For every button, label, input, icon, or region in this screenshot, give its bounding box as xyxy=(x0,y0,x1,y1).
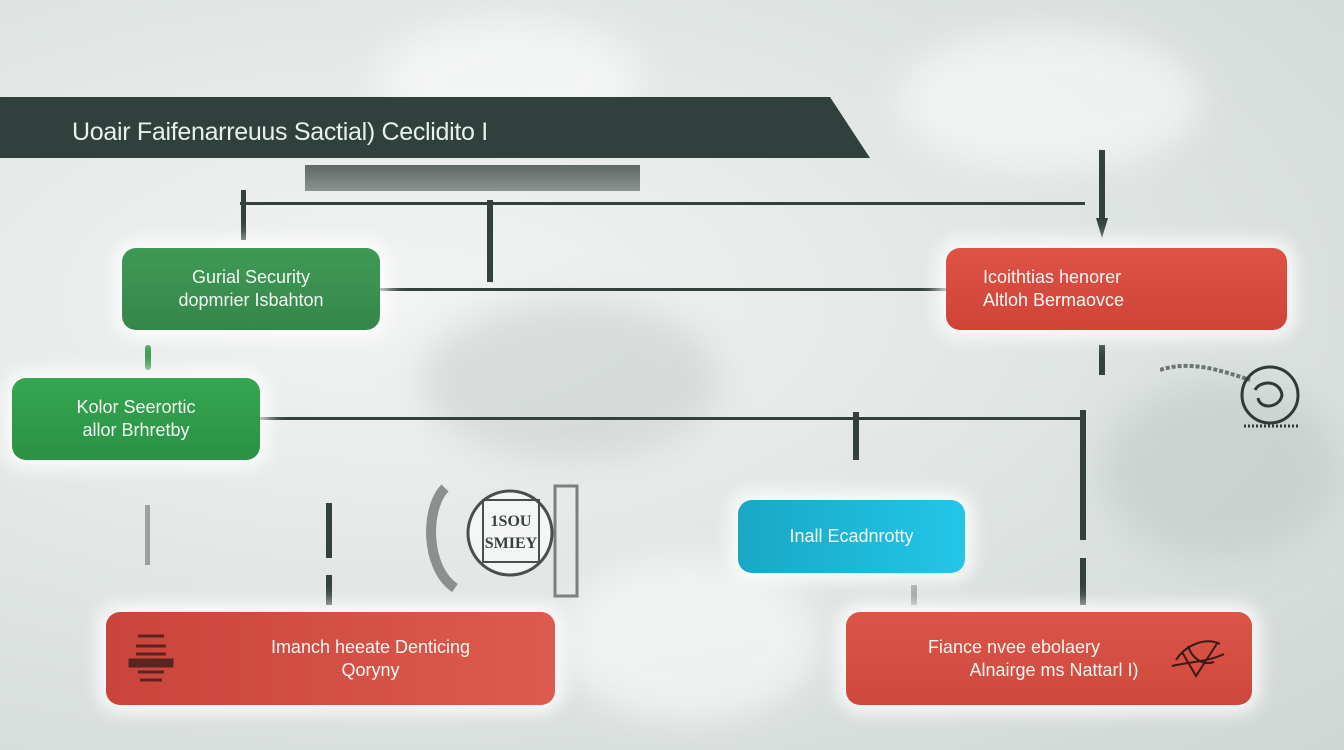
node-red-bottom-left[interactable]: Imanch heeate Denticing Qoryny xyxy=(106,612,555,705)
background-cloud xyxy=(560,560,820,720)
node-label: Alnairge ms Nattarl I) xyxy=(969,659,1139,680)
emblem-seal-icon xyxy=(1160,363,1300,428)
node-label: Imanch heeate Denticing xyxy=(270,636,471,657)
connector-line xyxy=(1099,150,1105,222)
connector-line xyxy=(1099,345,1105,375)
stamp-text: 1SOU xyxy=(491,513,532,530)
node-label: Gurial Security xyxy=(191,267,311,287)
connector-line xyxy=(1080,410,1086,540)
node-label: Inall Ecadnrotty xyxy=(789,526,914,546)
background-cloud xyxy=(900,30,1200,170)
signature-scribble-icon xyxy=(1171,640,1225,678)
node-green-top[interactable]: Gurial Security dopmrier Isbahton xyxy=(122,248,380,330)
background-cloud xyxy=(1100,380,1340,560)
server-stack-icon xyxy=(128,634,174,682)
connector-line xyxy=(911,585,917,605)
page-title: Uoair Faifenarreuus Sactial) Ceclidito I xyxy=(72,118,488,146)
connector-tick xyxy=(145,345,151,370)
node-label: Icoithtias henorer xyxy=(983,267,1122,287)
stamp-text: SMIEY xyxy=(485,535,538,552)
arrow-down-icon xyxy=(1096,218,1108,238)
connector-line xyxy=(145,505,150,565)
connector-line xyxy=(326,503,332,558)
stamp-seal-icon: 1SOU SMIEY xyxy=(426,484,579,598)
connector-line xyxy=(240,202,1085,205)
connector-line xyxy=(241,190,246,240)
node-label: Kolor Seerortic xyxy=(76,397,196,417)
node-red-bottom-right[interactable]: Fiance nvee ebolaery Alnairge ms Nattarl… xyxy=(846,612,1252,705)
background-cloud xyxy=(420,300,720,460)
connector-line xyxy=(853,412,859,460)
node-label: Altloh Bermaovce xyxy=(983,290,1125,310)
connector-line xyxy=(326,575,332,605)
node-red-top-right[interactable]: Icoithtias henorer Altloh Bermaovce xyxy=(946,248,1287,330)
node-label: allor Brhretby xyxy=(82,420,190,440)
node-green-left[interactable]: Kolor Seerortic allor Brhretby xyxy=(12,378,260,460)
node-cyan-mid[interactable]: Inall Ecadnrotty xyxy=(738,500,965,573)
connector-line xyxy=(260,417,1085,420)
node-label: Fiance nvee ebolaery xyxy=(927,636,1101,657)
connector-line xyxy=(487,200,493,282)
connector-line xyxy=(1080,558,1086,605)
node-label: dopmrier Isbahton xyxy=(178,290,324,310)
connector-line xyxy=(380,288,946,291)
subtitle-bar xyxy=(305,165,640,191)
node-label: Qoryny xyxy=(341,659,400,680)
title-banner xyxy=(0,97,870,158)
